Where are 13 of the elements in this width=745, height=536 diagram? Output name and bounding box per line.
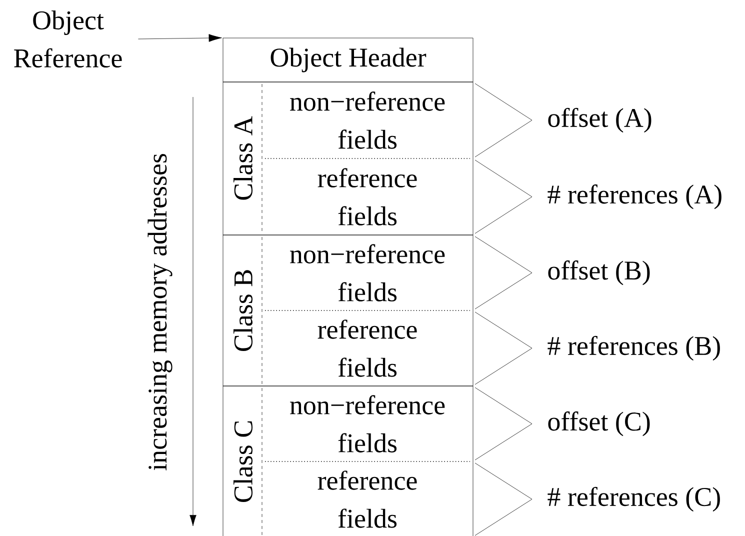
field-annotation: offset (A) xyxy=(548,108,652,133)
field-annotation: # references (C) xyxy=(548,486,720,512)
field-annotation: offset (B) xyxy=(548,260,650,286)
field-annotation: offset (C) xyxy=(548,411,650,436)
arrow xyxy=(138,34,222,42)
axis-label: increasing memory addresses xyxy=(148,154,172,470)
field-cell: reference fields xyxy=(318,320,417,377)
field-annotation: # references (A) xyxy=(548,184,722,210)
header-box: Object Header xyxy=(222,38,474,82)
field-cell: reference fields xyxy=(318,470,417,528)
field-cell: reference fields xyxy=(318,168,417,226)
field-annotation: # references (B) xyxy=(548,336,720,361)
label-text: Object Reference xyxy=(14,10,122,68)
